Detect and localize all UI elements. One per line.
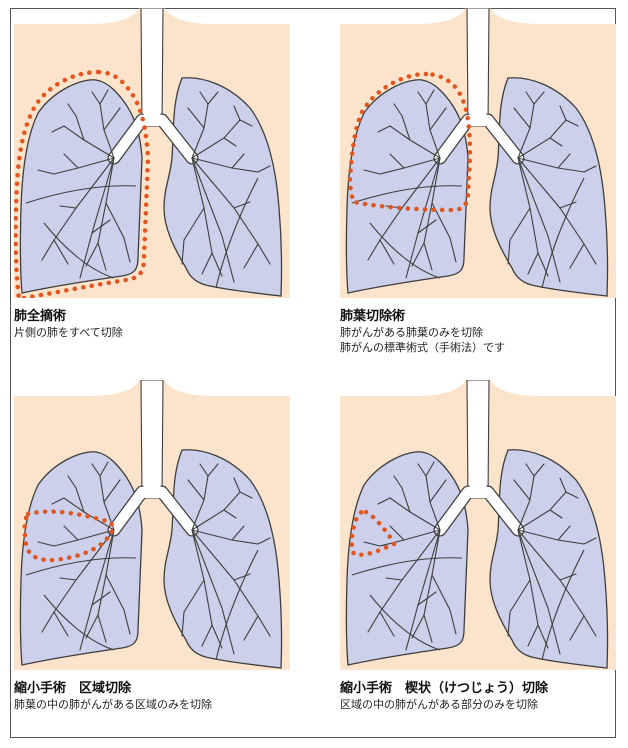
panel-description: 区域の中の肺がんがある部分のみを切除 (340, 698, 538, 711)
resection-line (349, 509, 398, 558)
resection-line (347, 71, 473, 213)
panel-title: 縮小手術 楔状（けつじょう）切除 (340, 681, 549, 696)
resection-line (22, 509, 117, 563)
panel-description: 肺葉の中の肺がんがある区域のみを切除 (14, 698, 212, 711)
lung-diagram (14, 8, 290, 298)
lung-diagram (340, 8, 616, 298)
panel-title: 肺葉切除術 (340, 309, 406, 324)
panel-pneumonectomy: 肺全摘術 片側の肺をすべて切除 (14, 8, 290, 340)
panel-title: 縮小手術 区域切除 (14, 681, 132, 696)
panel-title: 肺全摘術 (14, 309, 67, 324)
lung-diagram (340, 380, 616, 670)
resection-line (14, 69, 151, 298)
panel-description-2: 肺がんの標準術式（手術法）です (340, 341, 505, 354)
panel-wedge-resection: 縮小手術 楔状（けつじょう）切除 区域の中の肺がんがある部分のみを切除 (340, 380, 616, 712)
panel-segmentectomy: 縮小手術 区域切除 肺葉の中の肺がんがある区域のみを切除 (14, 380, 290, 712)
lung-diagram (14, 380, 290, 670)
panel-description: 片側の肺をすべて切除 (14, 326, 123, 339)
panel-lobectomy: 肺葉切除術 肺がんがある肺葉のみを切除 肺がんの標準術式（手術法）です (340, 8, 616, 355)
panel-description: 肺がんがある肺葉のみを切除 (340, 326, 483, 339)
